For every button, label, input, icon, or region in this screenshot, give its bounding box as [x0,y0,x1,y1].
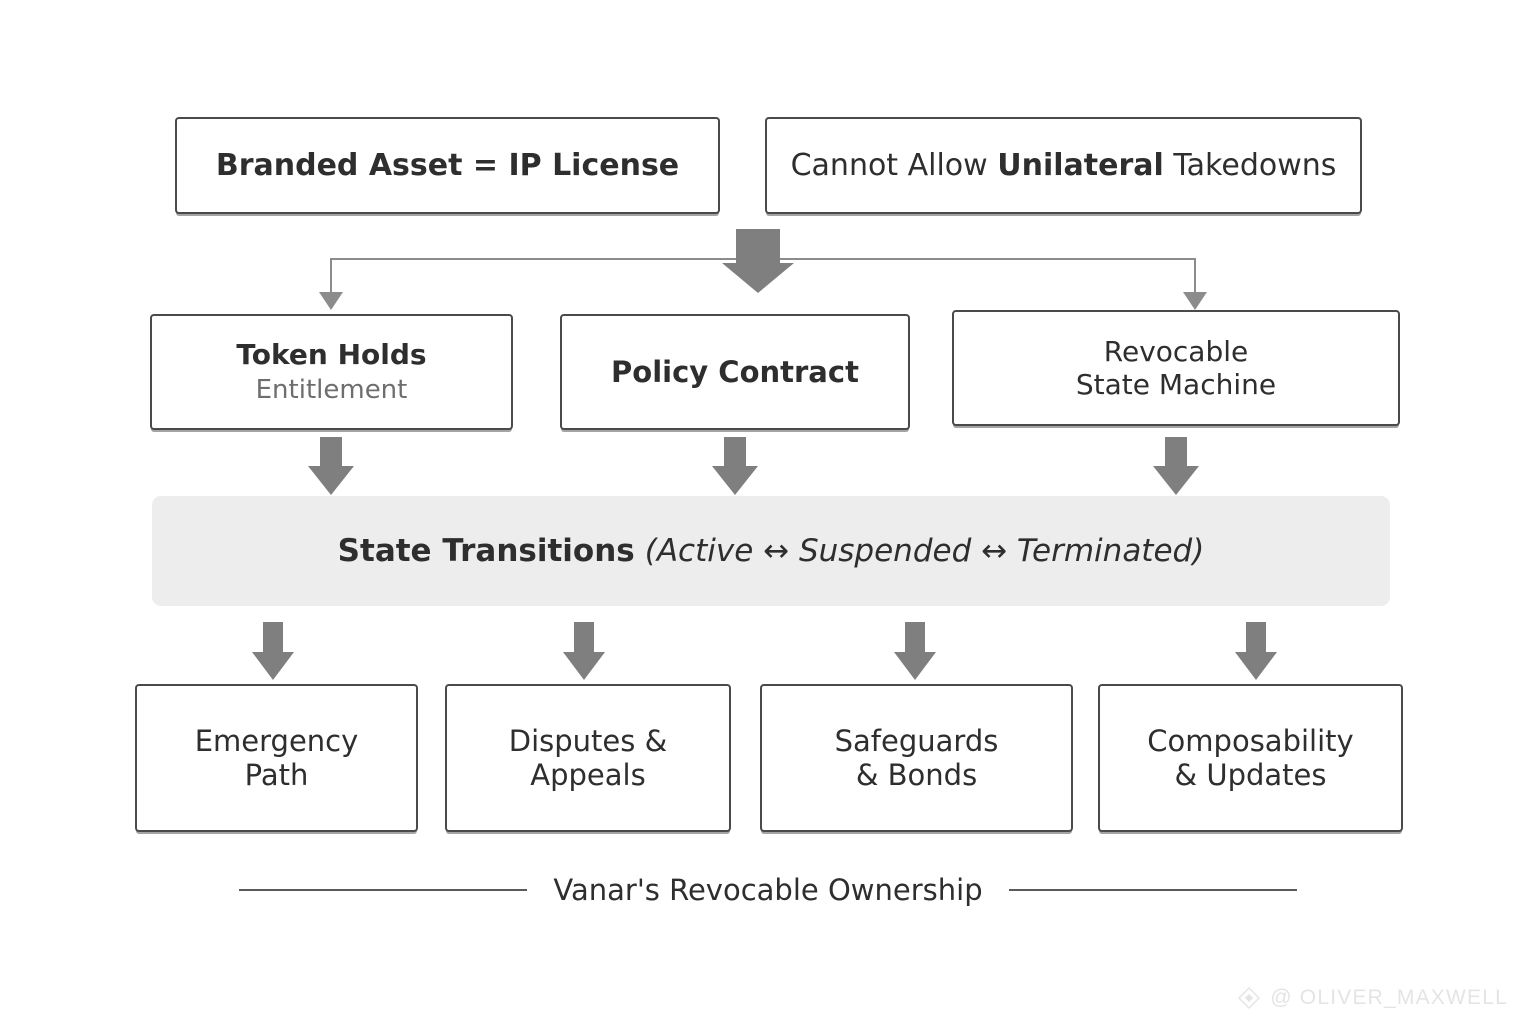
arrow-head [712,466,758,495]
node-revocable-line1: Revocable [1103,334,1249,368]
arrow-shaft [905,622,925,652]
node-safeguards-bonds-line2: & Bonds [855,758,978,792]
arrow-head [252,652,294,680]
node-emergency-path-line1: Emergency [194,723,359,758]
arrowhead-left-drop-icon [319,292,343,310]
node-token-holds-title: Token Holds [236,338,427,372]
node-emergency-path: Emergency Path [135,684,418,832]
node-policy-contract-title: Policy Contract [611,354,859,389]
arrow-shaft [320,437,342,467]
arrow-head [1153,466,1199,495]
arrow-down-revocable-state-machine-icon [1153,437,1199,495]
arrow-shaft [1165,437,1187,467]
footer-rule-left [239,889,528,891]
watermark: @ OLIVER_MAXWELL [1237,986,1508,1010]
arrow-down-disputes-appeals-icon [563,622,605,680]
takedowns-emphasis: Unilateral [997,147,1164,183]
node-branded-asset-label: Branded Asset = IP License [215,147,680,183]
node-token-holds: Token Holds Entitlement [150,314,513,430]
arrow-shaft [1246,622,1266,652]
arrow-shaft [574,622,594,652]
banner-states: (Active ↔ Suspended ↔ Terminated) [644,533,1205,569]
connector-right-drop [1194,258,1196,298]
takedowns-suffix: Takedowns [1163,147,1337,183]
footer-rule-right [1008,889,1297,891]
arrow-head [722,263,794,293]
footer-caption-text: Vanar's Revocable Ownership [553,873,983,907]
node-unilateral-takedowns: Cannot Allow Unilateral Takedowns [765,117,1362,214]
arrow-down-center-icon [718,229,798,293]
node-disputes-appeals: Disputes & Appeals [445,684,731,832]
watermark-handle: @ OLIVER_MAXWELL [1270,986,1508,1009]
arrow-down-policy-contract-icon [712,437,758,495]
node-policy-contract: Policy Contract [560,314,910,430]
node-revocable-state-machine: Revocable State Machine [952,310,1400,426]
arrow-head [1235,652,1277,680]
arrowhead-right-drop-icon [1183,292,1207,310]
node-disputes-appeals-line1: Disputes & [508,723,668,758]
arrow-down-composability-updates-icon [1235,622,1277,680]
arrow-down-emergency-path-icon [252,622,294,680]
node-token-holds-subtitle: Entitlement [255,375,408,406]
node-revocable-line2: State Machine [1075,368,1277,401]
arrow-down-safeguards-bonds-icon [894,622,936,680]
node-composability-updates: Composability & Updates [1098,684,1403,832]
node-safeguards-bonds-line1: Safeguards [834,723,999,758]
arrow-shaft [724,437,746,467]
banner-state-transitions: State Transitions (Active ↔ Suspended ↔ … [152,496,1390,606]
footer-caption: Vanar's Revocable Ownership [0,873,1536,907]
banner-heading: State Transitions [337,533,635,569]
node-unilateral-takedowns-label: Cannot Allow Unilateral Takedowns [791,148,1337,183]
arrow-head [563,652,605,680]
node-branded-asset: Branded Asset = IP License [175,117,720,214]
node-composability-updates-line1: Composability [1147,723,1354,758]
node-safeguards-bonds: Safeguards & Bonds [760,684,1073,832]
takedowns-prefix: Cannot Allow [790,147,998,183]
arrow-shaft [736,229,780,265]
connector-left-drop [330,258,332,298]
arrow-head [308,466,354,495]
arrow-head [894,652,936,680]
node-emergency-path-line2: Path [244,758,309,792]
arrow-shaft [263,622,283,652]
diamond-logo-icon [1237,986,1261,1010]
node-disputes-appeals-line2: Appeals [530,758,646,792]
node-composability-updates-line2: & Updates [1174,758,1327,792]
arrow-down-token-holds-icon [308,437,354,495]
